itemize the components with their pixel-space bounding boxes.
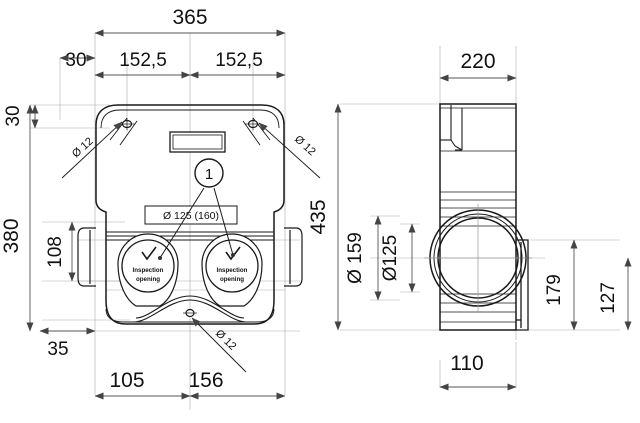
dim-half-width-left: 152,5 <box>119 50 167 71</box>
dim-half-width-right: 152,5 <box>215 50 263 71</box>
hole-bottom-center <box>183 308 197 318</box>
balloon-callout-1: 1 <box>158 158 235 260</box>
dim-side-overall-height: 435 <box>307 199 330 234</box>
hole-top-right <box>245 118 261 130</box>
dim-height-127: 127 <box>598 282 619 314</box>
inspection-right-label-1: Inspection <box>217 267 248 274</box>
side-view-dimension-lines <box>334 74 632 391</box>
side-view-side-bracket <box>516 239 529 331</box>
dim-width-110: 110 <box>450 352 483 375</box>
side-view-group: 220 435 Ø 159 Ø125 179 127 110 <box>307 46 632 391</box>
balloon-number: 1 <box>205 166 213 183</box>
side-view-top-notch <box>440 105 463 151</box>
dim-side-overall-width: 220 <box>460 50 495 73</box>
dim-bottom-offset: 35 <box>47 339 68 360</box>
front-view-dimension-lines <box>26 29 286 400</box>
side-view-dimension-texts: 220 435 Ø 159 Ø125 179 127 110 <box>307 50 619 375</box>
dim-height-179: 179 <box>544 274 565 306</box>
front-view-top-plate <box>169 131 226 153</box>
front-view-bottom-arc <box>133 295 247 323</box>
front-view-body-outline <box>95 104 285 325</box>
front-view-mounting-holes <box>119 118 261 318</box>
inspection-left-label-1: Inspection <box>133 267 164 274</box>
dim-top-offset: 30 <box>3 105 24 126</box>
diameter-note-box: Ø 125 (160) <box>144 205 238 225</box>
front-view-side-flanges <box>77 227 303 287</box>
inspection-right-label-2: opening <box>220 276 244 283</box>
dim-overall-width: 365 <box>172 6 207 29</box>
dim-offset-left: 30 <box>65 50 86 71</box>
side-view-circular-boss <box>424 204 532 312</box>
hole-top-left <box>119 118 135 130</box>
inspection-openings-group: Inspection opening Inspection opening <box>117 233 263 323</box>
dim-inner-height: 108 <box>45 236 66 268</box>
dim-bottom-left: 105 <box>109 369 144 392</box>
dim-overall-height: 380 <box>0 218 23 253</box>
dim-inner-diameter: Ø125 <box>380 235 401 281</box>
inspection-left-label-2: opening <box>136 276 160 283</box>
front-view-dimension-texts: 365 152,5 152,5 30 30 380 108 35 105 156 <box>0 6 263 392</box>
dim-outer-diameter: Ø 159 <box>345 232 366 284</box>
dim-bottom-right: 156 <box>188 369 223 392</box>
diameter-note-text: Ø 125 (160) <box>163 210 219 222</box>
front-view-group: Inspection opening Inspection opening Ø … <box>0 6 321 410</box>
inspection-opening-left: Inspection opening <box>117 233 179 307</box>
inspection-opening-right: Inspection opening <box>201 233 263 307</box>
